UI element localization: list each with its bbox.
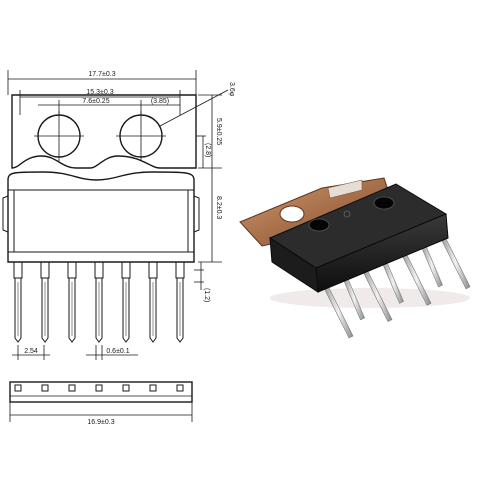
photo-body-hole-left [308, 218, 330, 232]
photo-lead [421, 244, 443, 288]
dim-bottom-width: 16.9±0.3 [87, 419, 114, 426]
front-pin [175, 261, 185, 343]
front-pin [94, 261, 104, 343]
photo-lead [440, 236, 471, 290]
bottom-pin [95, 384, 103, 392]
photo-body-side [269, 237, 319, 293]
dim-pin-pitch: 2.54 [24, 348, 38, 355]
dim-pin-width: 0.6±0.1 [106, 348, 129, 355]
photo-body-hole-right [373, 196, 395, 210]
dim-hole-diameter: 3.6φ [228, 82, 235, 97]
photo-leads [323, 236, 471, 339]
front-pin [148, 261, 158, 343]
photo-logo-mark [343, 210, 351, 218]
front-pin [13, 261, 23, 343]
heat-sink-tab [11, 94, 197, 169]
bottom-outline [9, 381, 193, 403]
bottom-pin [176, 384, 184, 392]
bottom-pin [122, 384, 130, 392]
dim-tab-height-ref: (2.8) [204, 143, 211, 157]
dimension-lines [7, 70, 229, 422]
dim-hole-offset: 7.6±0.25 [82, 98, 109, 105]
front-pin [67, 261, 77, 343]
photo-shadow [270, 288, 470, 308]
front-pin [40, 261, 50, 343]
dimension-labels: 17.7±0.3 15.3±0.3 7.6±0.25 (3.85) 3.6φ 5… [24, 71, 235, 426]
dim-total-width: 17.7±0.3 [88, 71, 115, 78]
dim-hole-span: 15.3±0.3 [86, 89, 113, 96]
technical-drawing: 17.7±0.3 15.3±0.3 7.6±0.25 (3.85) 3.6φ 5… [2, 70, 235, 426]
dim-hole-offset-ref: (3.85) [151, 98, 169, 105]
front-pins [13, 261, 185, 343]
dim-tab-height: 5.9±0.25 [215, 118, 222, 145]
front-pin [121, 261, 131, 343]
bottom-pin [14, 384, 22, 392]
dim-lead-offset: (1.2) [203, 288, 210, 302]
dim-body-height: 8.2±0.3 [215, 196, 222, 219]
bottom-view [9, 381, 193, 403]
bottom-pin [149, 384, 157, 392]
molded-body [7, 171, 195, 263]
front-view [2, 94, 200, 263]
bottom-pins [14, 384, 184, 392]
photo-tab-hole-left [279, 205, 305, 223]
bottom-pin [41, 384, 49, 392]
component-photo [239, 177, 471, 339]
bottom-pin [68, 384, 76, 392]
